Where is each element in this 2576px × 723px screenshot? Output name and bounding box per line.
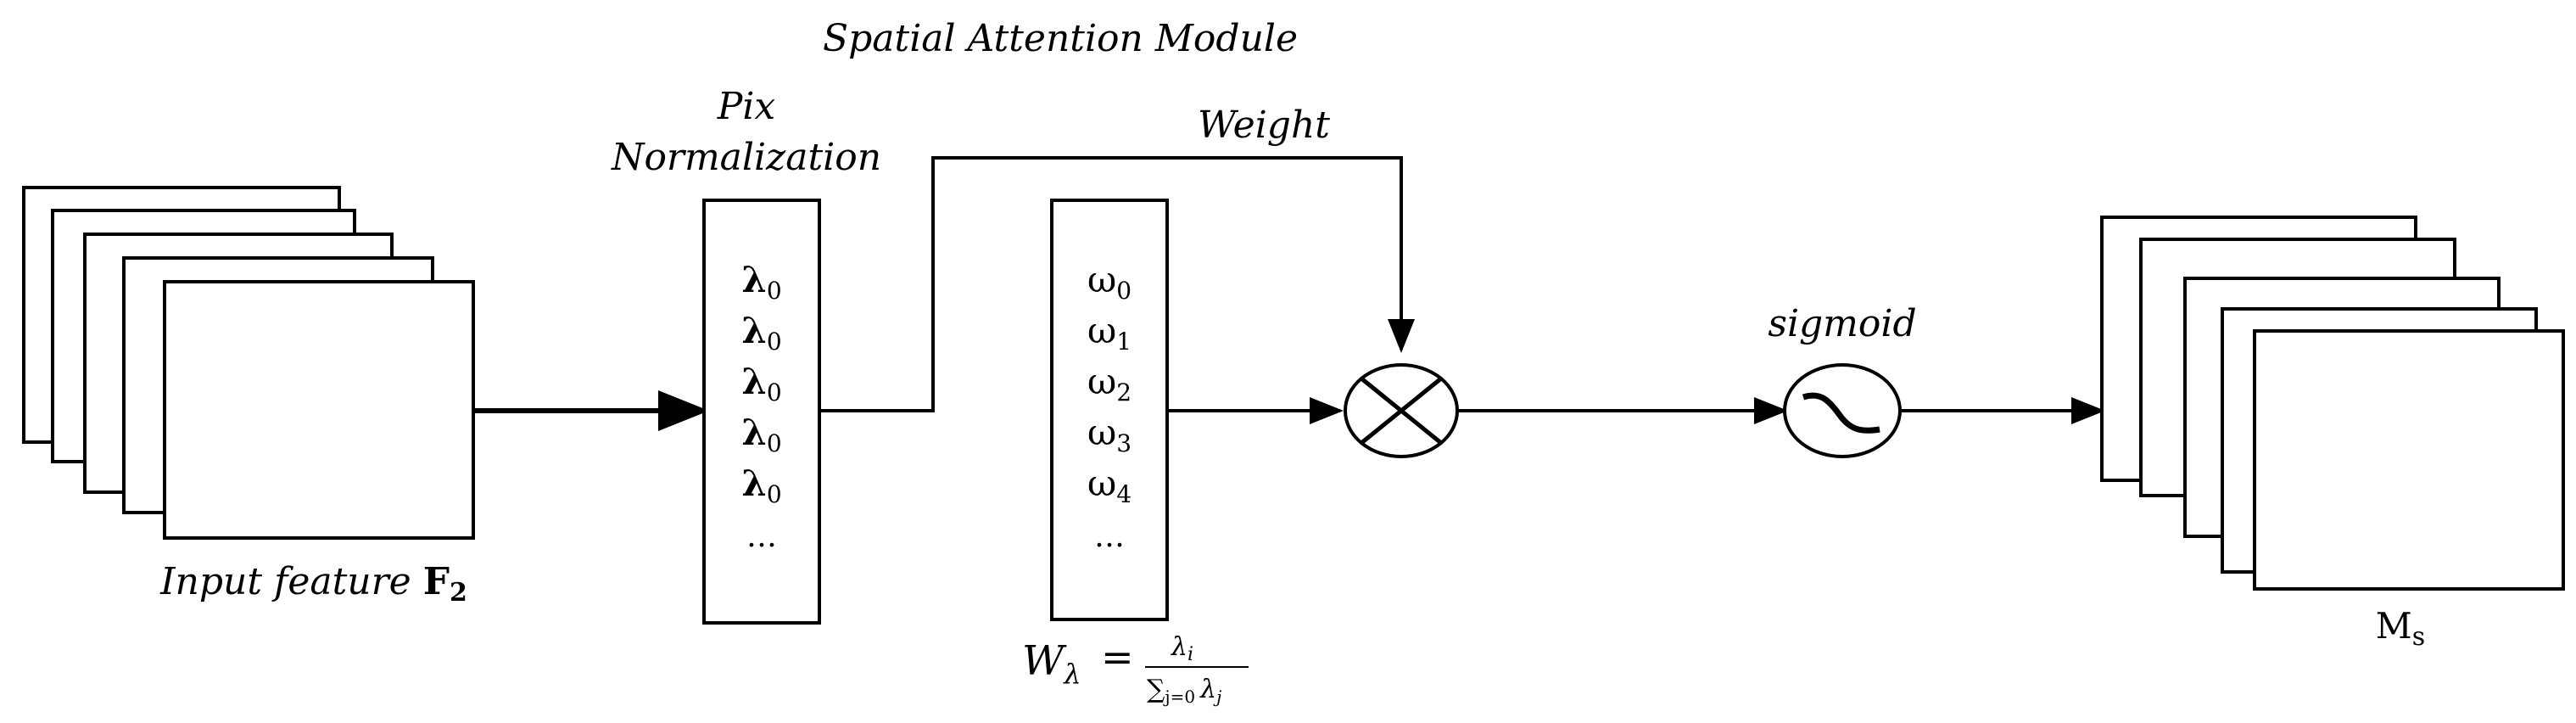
lambda-ellipsis: … (746, 519, 777, 554)
pix-label: Pix (717, 85, 776, 128)
omega-ellipsis: … (1094, 519, 1125, 554)
omega-item: ω3 (1087, 412, 1132, 457)
sigmoid-curve-icon (1802, 392, 1880, 434)
norm-items: λ0 λ0 λ0 λ0 λ0 … (741, 259, 781, 554)
sigmoid-node (1783, 363, 1902, 458)
lambda-item: λ0 (741, 412, 781, 457)
omega-item: ω0 (1087, 259, 1132, 305)
sigmoid-label: sigmoid (1768, 302, 1916, 345)
formula-equals: = (1101, 634, 1134, 680)
weight-items: ω0 ω1 ω2 ω3 ω4 … (1087, 259, 1132, 554)
lambda-item: λ0 (741, 462, 781, 508)
output-feature-stack (2100, 216, 2565, 591)
lambda-item: λ0 (741, 310, 781, 356)
input-feature-stack (22, 186, 475, 540)
weight-path-arrow (819, 156, 1415, 412)
formula-numerator: λi (1171, 632, 1193, 665)
omega-item: ω2 (1087, 361, 1132, 406)
multiply-node (1344, 363, 1459, 458)
output-feature-map (2253, 329, 2565, 591)
output-label: Ms (2376, 605, 2425, 652)
omega-item: ω4 (1087, 462, 1132, 508)
input-feature-label: Input feature F2 (159, 560, 467, 608)
weight-label: Weight (1198, 104, 1330, 147)
formula-lhs: Wλ (1022, 637, 1081, 690)
input-feature-map (163, 280, 475, 540)
lambda-item: λ0 (741, 361, 781, 406)
normalization-label: Normalization (611, 136, 881, 179)
lambda-item: λ0 (741, 259, 781, 305)
module-title: Spatial Attention Module (823, 17, 1298, 60)
weight-box (1050, 199, 1169, 621)
omega-item: ω1 (1087, 310, 1132, 356)
